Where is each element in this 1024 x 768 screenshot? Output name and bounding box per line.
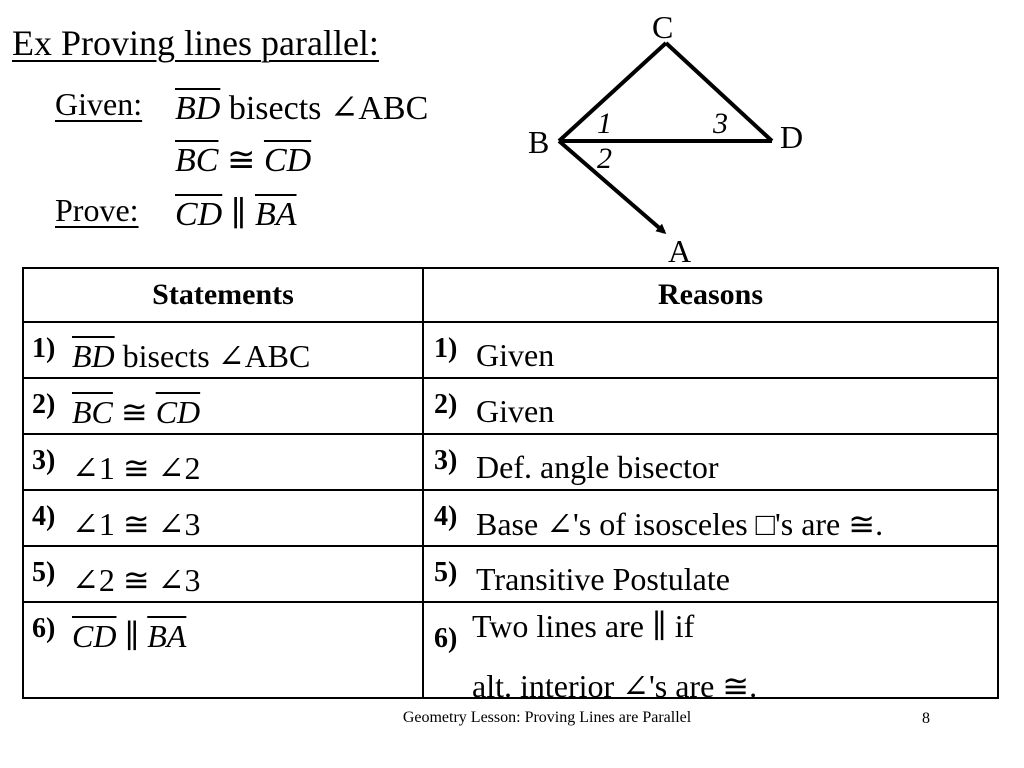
angle-label-2: 2 bbox=[597, 142, 612, 175]
table-row: 6) CD ∥ BA 6) Two lines are ∥ if alt. in… bbox=[22, 601, 999, 704]
segment-cd: CD bbox=[175, 196, 223, 233]
statement-text: BD bisects ∠ABC bbox=[72, 337, 310, 375]
segment-bc: BC bbox=[175, 142, 219, 179]
slide-title: Ex Proving lines parallel: bbox=[12, 23, 379, 63]
reason-number: 3) bbox=[434, 445, 458, 476]
statement-rest: bisects ∠ABC bbox=[114, 338, 311, 374]
slide-page-number: 8 bbox=[922, 710, 930, 727]
triangle-figure: C B D A 1 2 3 bbox=[528, 9, 803, 268]
reason-number: 1) bbox=[434, 333, 458, 364]
reason-text: Transitive Postulate bbox=[476, 561, 730, 597]
segment-bd: BD bbox=[72, 338, 115, 374]
angle-label-1: 1 bbox=[597, 107, 612, 140]
proof-table: Statements Reasons 1) BD bisects ∠ABC 1)… bbox=[22, 267, 999, 704]
table-row: 2) BC ≅ CD 2) Given bbox=[22, 377, 999, 435]
statement-text: ∠1 ≅ ∠3 bbox=[72, 506, 201, 542]
prove-label: Prove: bbox=[55, 192, 139, 228]
segment-bc-line bbox=[557, 41, 668, 143]
reason-text: Base ∠'s of isosceles □'s are ≅. bbox=[476, 506, 884, 542]
reason-text: Given bbox=[476, 337, 555, 373]
segment-cd: CD bbox=[263, 142, 312, 179]
table-row: 1) BD bisects ∠ABC 1) Given bbox=[22, 321, 999, 379]
statement-cell: 6) CD ∥ BA bbox=[22, 601, 424, 699]
footer-lesson-title: Geometry Lesson: Proving Lines are Paral… bbox=[402, 709, 692, 726]
reason-number: 2) bbox=[434, 389, 458, 420]
statement-number: 1) bbox=[32, 333, 56, 364]
congruent-symbol: ≅ bbox=[218, 142, 264, 179]
statement-text: ∠2 ≅ ∠3 bbox=[72, 562, 201, 598]
congruent-symbol: ≅ bbox=[112, 394, 156, 430]
statement-cell: 4) ∠1 ≅ ∠3 bbox=[22, 489, 424, 547]
reason-cell: 6) Two lines are ∥ if alt. interior ∠'s … bbox=[422, 601, 999, 704]
segment-ba: BA bbox=[147, 618, 187, 654]
segment-cd: CD bbox=[155, 394, 201, 430]
statement-number: 4) bbox=[32, 501, 56, 532]
given-1-text: bisects ∠ABC bbox=[220, 90, 429, 127]
reason-text-line-2: alt. interior ∠'s are ≅. bbox=[472, 668, 758, 704]
vertex-label-c: C bbox=[652, 9, 673, 45]
statement-number: 2) bbox=[32, 389, 56, 420]
reason-cell: 4) Base ∠'s of isosceles □'s are ≅. bbox=[422, 489, 999, 547]
parallel-symbol: ∥ bbox=[222, 196, 255, 233]
table-row: 4) ∠1 ≅ ∠3 4) Base ∠'s of isosceles □'s … bbox=[22, 489, 999, 547]
reasons-header: Reasons bbox=[422, 267, 999, 323]
statement-cell: 3) ∠1 ≅ ∠2 bbox=[22, 433, 424, 491]
reason-text-line-1: Two lines are ∥ if bbox=[472, 608, 695, 644]
segment-bd: BD bbox=[175, 90, 221, 127]
ray-ba bbox=[557, 139, 667, 234]
table-row: 3) ∠1 ≅ ∠2 3) Def. angle bisector bbox=[22, 433, 999, 491]
given-statement-1: BD bisects ∠ABC bbox=[175, 88, 428, 128]
segment-cd-line bbox=[664, 41, 774, 143]
reason-cell: 3) Def. angle bisector bbox=[422, 433, 999, 491]
reason-cell: 5) Transitive Postulate bbox=[422, 545, 999, 603]
table-row: 5) ∠2 ≅ ∠3 5) Transitive Postulate bbox=[22, 545, 999, 603]
statement-number: 6) bbox=[32, 613, 56, 644]
reason-number: 4) bbox=[434, 501, 458, 532]
prove-statement: CD ∥ BA bbox=[175, 194, 297, 234]
reason-text: Def. angle bisector bbox=[476, 449, 719, 485]
parallel-symbol: ∥ bbox=[116, 618, 148, 654]
reason-number: 5) bbox=[434, 557, 458, 588]
reason-cell: 2) Given bbox=[422, 377, 999, 435]
vertex-label-b: B bbox=[528, 124, 549, 160]
vertex-label-d: D bbox=[780, 119, 803, 155]
statement-text: BC ≅ CD bbox=[72, 393, 200, 431]
angle-label-3: 3 bbox=[712, 107, 728, 140]
statement-number: 3) bbox=[32, 445, 56, 476]
segment-cd: CD bbox=[72, 618, 117, 654]
reason-cell: 1) Given bbox=[422, 321, 999, 379]
table-header-row: Statements Reasons bbox=[22, 267, 999, 323]
given-label: Given: bbox=[55, 86, 143, 122]
vertex-label-a: A bbox=[668, 233, 691, 268]
statement-cell: 5) ∠2 ≅ ∠3 bbox=[22, 545, 424, 603]
statements-header: Statements bbox=[22, 267, 424, 323]
reason-text: Given bbox=[476, 393, 555, 429]
reason-number: 6) bbox=[434, 623, 458, 654]
statement-text: ∠1 ≅ ∠2 bbox=[72, 450, 201, 486]
statement-text: CD ∥ BA bbox=[72, 617, 186, 655]
statement-cell: 2) BC ≅ CD bbox=[22, 377, 424, 435]
statement-number: 5) bbox=[32, 557, 56, 588]
given-statement-2: BC ≅ CD bbox=[175, 140, 311, 180]
statement-cell: 1) BD bisects ∠ABC bbox=[22, 321, 424, 379]
segment-bc: BC bbox=[72, 394, 113, 430]
segment-ba: BA bbox=[254, 196, 297, 233]
